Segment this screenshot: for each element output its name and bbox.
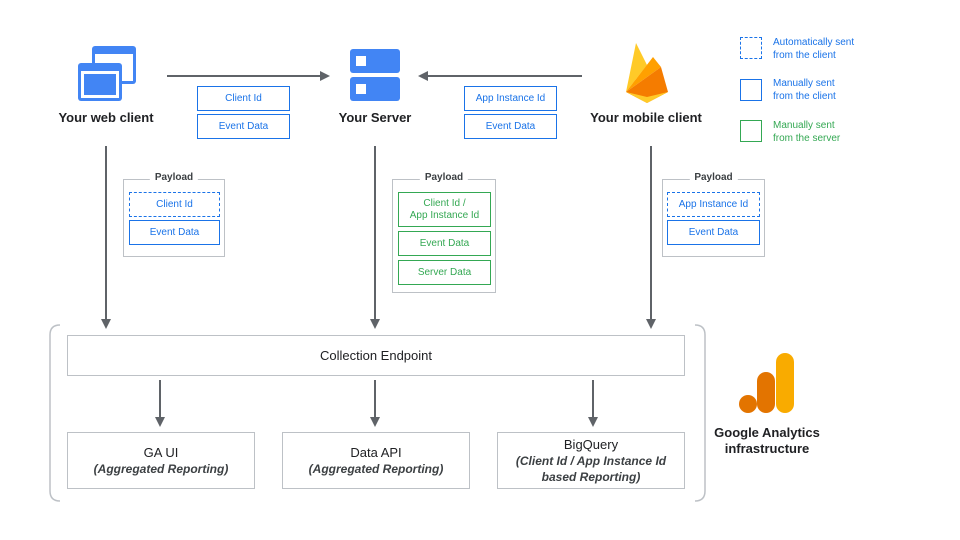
collection-endpoint-label: Collection Endpoint xyxy=(319,347,433,363)
legend-manual-server-line2: from the server xyxy=(773,133,841,144)
legend-swatch-auto-client xyxy=(740,37,762,59)
server-payload-identifier-line1: Client Id / xyxy=(423,197,466,209)
mobile-payload-app-instance-id: App Instance Id xyxy=(667,192,760,217)
collection-endpoint: Collection Endpoint xyxy=(67,335,685,376)
ga-ui-title: GA UI xyxy=(143,444,179,460)
mobile-payload-title: Payload xyxy=(689,172,738,183)
bigquery-subtitle: (Client Id / App Instance Id xyxy=(515,453,667,468)
web-payload: Payload xyxy=(123,172,225,257)
mobile-payload: Payload xyxy=(662,172,765,257)
infrastructure-bracket xyxy=(49,324,706,502)
legend-manual-client-line1: Manually sent xyxy=(773,78,835,89)
legend-text-manual-server: Manually sent from the server xyxy=(773,119,840,145)
google-analytics-bars-icon xyxy=(738,352,796,414)
server-payload-identifier: Client Id / App Instance Id xyxy=(398,192,491,227)
server-payload-title: Payload xyxy=(419,172,469,183)
destination-data-api: Data API (Aggregated Reporting) xyxy=(282,432,470,489)
data-api-title: Data API xyxy=(350,444,402,460)
legend-text-manual-client: Manually sent from the client xyxy=(773,77,836,103)
ga-infrastructure-line2: infrastructure xyxy=(724,441,810,456)
mobile-client-label: Your mobile client xyxy=(590,110,702,125)
destination-ga-ui: GA UI (Aggregated Reporting) xyxy=(67,432,255,489)
legend-swatch-manual-client xyxy=(740,79,762,101)
server-payload-identifier-line2: App Instance Id xyxy=(409,209,480,221)
bigquery-subtitle-line2: based Reporting) xyxy=(541,469,641,484)
tag-mobile-app-instance-id: App Instance Id xyxy=(464,86,557,111)
web-payload-client-id: Client Id xyxy=(129,192,220,217)
mobile-payload-event-data: Event Data xyxy=(667,220,760,245)
ga-infrastructure-line1: Google Analytics xyxy=(714,425,820,440)
web-client-label: Your web client xyxy=(58,110,154,125)
ga-infrastructure-label: Google Analytics infrastructure xyxy=(706,425,828,457)
bigquery-title: BigQuery xyxy=(563,436,619,452)
legend-swatch-manual-server xyxy=(740,120,762,142)
legend-auto-line2: from the client xyxy=(773,50,836,61)
firebase-flame-icon xyxy=(623,40,671,106)
legend-text-auto-client: Automatically sent from the client xyxy=(773,36,854,62)
server-label: Your Server xyxy=(338,110,412,125)
legend-manual-client-line2: from the client xyxy=(773,91,836,102)
destination-bigquery: BigQuery (Client Id / App Instance Id ba… xyxy=(497,432,685,489)
legend-auto-line1: Automatically sent xyxy=(773,37,855,48)
server-payload-event-data: Event Data xyxy=(398,231,491,256)
legend-manual-server-line1: Manually sent xyxy=(773,120,835,131)
tag-web-client-id: Client Id xyxy=(197,86,290,111)
browser-windows-icon xyxy=(76,44,138,104)
server-stack-icon xyxy=(349,48,401,102)
ga-ui-subtitle: (Aggregated Reporting) xyxy=(93,461,229,476)
tag-web-event-data: Event Data xyxy=(197,114,290,139)
web-payload-title: Payload xyxy=(149,172,199,183)
tag-mobile-event-data: Event Data xyxy=(464,114,557,139)
web-payload-event-data: Event Data xyxy=(129,220,220,245)
server-payload-server-data: Server Data xyxy=(398,260,491,285)
data-api-subtitle: (Aggregated Reporting) xyxy=(308,461,444,476)
